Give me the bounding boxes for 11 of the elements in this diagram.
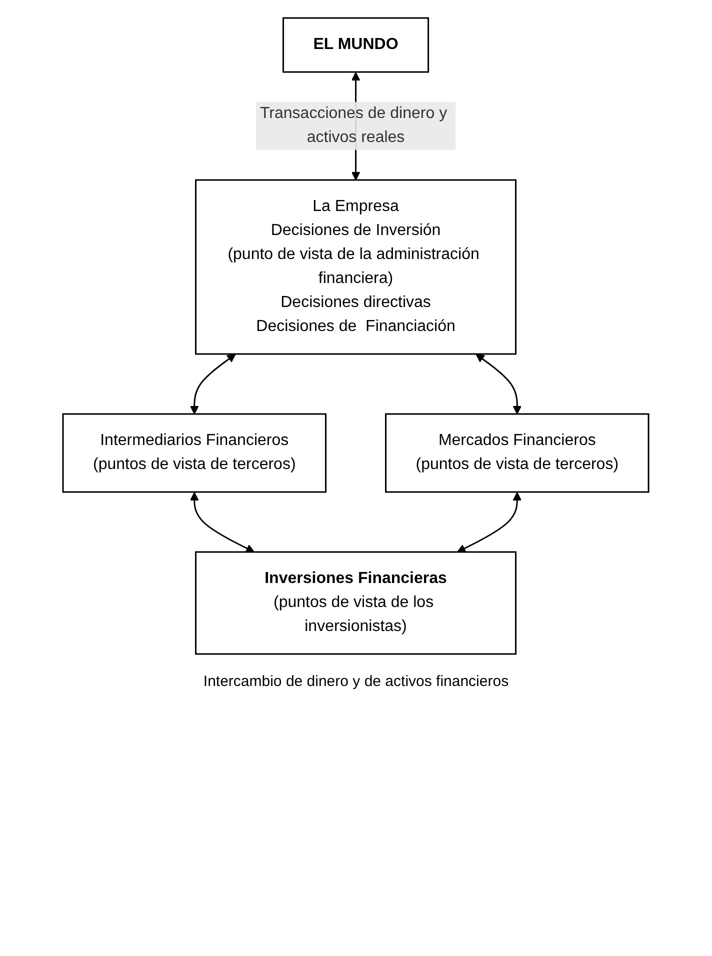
note-text: Intercambio de dinero y de activos financieros	[202, 673, 510, 690]
arrow	[190, 354, 236, 414]
node-box: La Empresa Decisiones de Inversión (punto de vista de la administración financiera) Decisiones directivas Decisiones de Financiación	[195, 179, 517, 355]
node-box: Inversiones Financieras (puntos de vista de los inversionistas)	[195, 551, 517, 655]
node-box: Mercados Financieros (puntos de vista de terceros)	[385, 413, 650, 493]
edge-label: Transacciones de dinero y activos reales	[260, 105, 448, 146]
arrow	[476, 354, 522, 414]
arrow	[457, 492, 522, 552]
arrow	[190, 492, 255, 552]
node-box: Intermediarios Financieros (puntos de vista de terceros)	[62, 413, 327, 493]
node-box: EL MUNDO	[282, 17, 430, 73]
